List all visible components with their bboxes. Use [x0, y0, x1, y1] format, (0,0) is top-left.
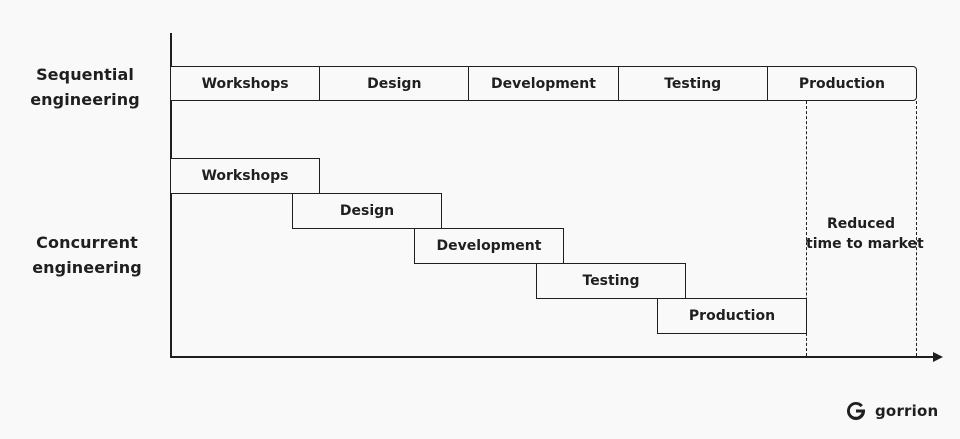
- concurrent-stage-development: Development: [414, 228, 564, 264]
- gorrion-logo: gorrion: [845, 400, 938, 422]
- concurrent-stage-production: Production: [657, 298, 807, 334]
- concurrent-stage-design: Design: [292, 193, 442, 229]
- dashed-guide-concurrent-end: [806, 101, 807, 356]
- sequential-stage-development: Development: [469, 67, 619, 100]
- concurrent-engineering-label: Concurrent engineering: [17, 230, 157, 280]
- sequential-label-line2: engineering: [30, 90, 140, 109]
- sequential-stage-workshops: Workshops: [171, 67, 321, 100]
- dashed-guide-sequential-end: [916, 101, 917, 356]
- sequential-engineering-label: Sequential engineering: [15, 62, 155, 112]
- gorrion-logo-icon: [847, 401, 865, 420]
- concurrent-stage-workshops: Workshops: [170, 158, 320, 194]
- concurrent-label-line1: Concurrent: [36, 233, 138, 252]
- concurrent-label-line2: engineering: [32, 258, 142, 277]
- concurrent-stage-testing: Testing: [536, 263, 686, 299]
- time-arrow-icon: [933, 352, 943, 362]
- sequential-label-line1: Sequential: [36, 65, 134, 84]
- gorrion-logo-text: gorrion: [875, 402, 939, 420]
- sequential-timeline: Workshops Design Development Testing Pro…: [170, 66, 917, 101]
- annotation-line1: Reduced: [826, 216, 896, 232]
- sequential-stage-production: Production: [798, 75, 885, 92]
- sequential-stage-design: Design: [320, 67, 470, 100]
- sequential-stage-testing: Testing: [619, 67, 768, 100]
- annotation-line2: time to market: [806, 236, 924, 252]
- reduced-time-to-market-annotation: Reduced time to market: [806, 214, 924, 254]
- time-axis-horizontal: [170, 356, 935, 358]
- time-axis-vertical: [170, 33, 172, 358]
